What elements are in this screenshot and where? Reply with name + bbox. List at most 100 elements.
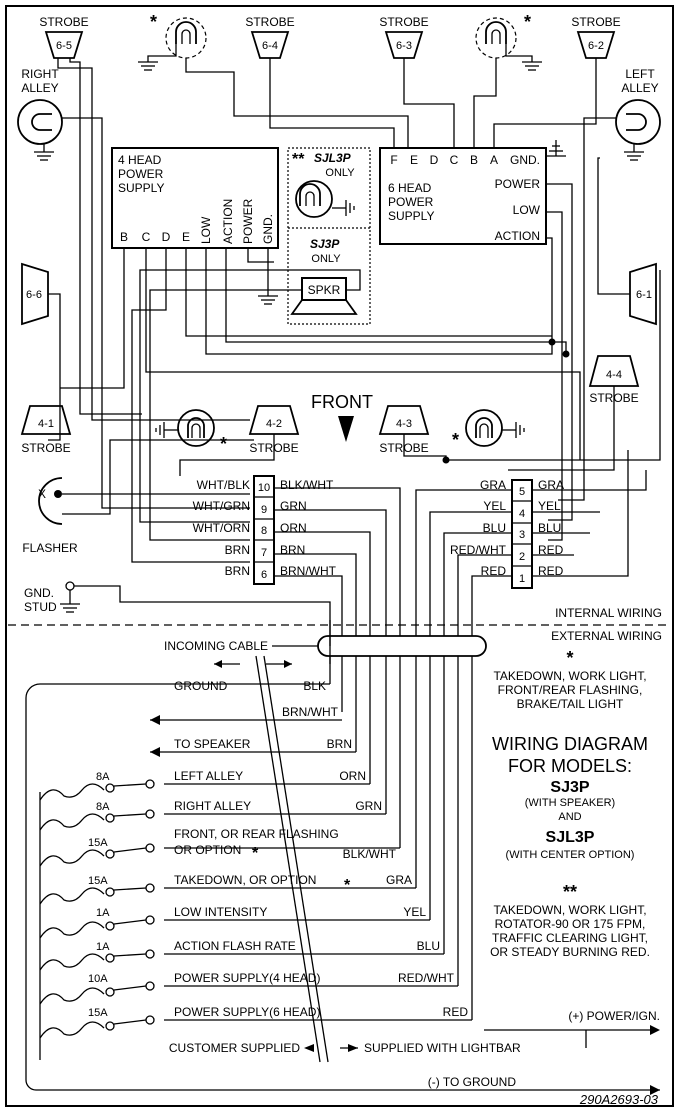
asterisk: * <box>150 12 157 32</box>
svg-text:*: * <box>252 845 259 862</box>
strobe-6-2: STROBE 6-2 <box>571 15 621 59</box>
svg-text:AND: AND <box>558 811 581 823</box>
external-circuits: GROUND BLK BRN/WHT TO SPEAKER BRN LEFT A… <box>25 679 660 1107</box>
svg-text:B: B <box>470 153 478 167</box>
option-lamp-top-right: * <box>475 12 542 71</box>
fuse-rating: 8A <box>96 771 110 783</box>
svg-text:10: 10 <box>258 482 270 494</box>
svg-text:FRONT: FRONT <box>311 392 373 412</box>
svg-text:GRA: GRA <box>538 478 564 492</box>
svg-text:WHT/ORN: WHT/ORN <box>193 521 250 535</box>
svg-text:6-2: 6-2 <box>588 40 604 52</box>
svg-text:ROTATOR-90 OR 175 FPM,: ROTATOR-90 OR 175 FPM, <box>495 917 646 931</box>
left-alley-light: LEFT ALLEY <box>615 67 661 161</box>
strobe-6-6: 6-6 <box>21 262 49 326</box>
fuse-rating: 1A <box>96 941 110 953</box>
strobe-6-5: STROBE 6-5 <box>39 15 89 59</box>
svg-text:LEFT: LEFT <box>625 67 655 81</box>
fuse-rating: 1A <box>96 907 110 919</box>
svg-text:SJ3P: SJ3P <box>310 237 340 251</box>
fuse-rating: 15A <box>88 837 108 849</box>
svg-text:6-6: 6-6 <box>26 289 42 301</box>
svg-text:4 HEAD: 4 HEAD <box>118 153 162 167</box>
svg-text:POWER: POWER <box>495 177 541 191</box>
svg-text:**: ** <box>563 882 577 902</box>
front-indicator: FRONT <box>311 392 373 442</box>
svg-text:8: 8 <box>261 525 267 537</box>
svg-text:STROBE: STROBE <box>21 441 70 455</box>
svg-text:SJL3P: SJL3P <box>314 151 352 165</box>
four-head-power-supply: 4 HEAD POWER SUPPLY B C D E LOW ACTION P… <box>111 147 279 249</box>
supplied-with-lightbar: SUPPLIED WITH LIGHTBAR <box>364 1041 521 1055</box>
diagram-title: WIRING DIAGRAM FOR MODELS: SJ3P (WITH SP… <box>492 734 648 861</box>
circuit-wire: BLU <box>417 939 440 953</box>
svg-text:*: * <box>566 648 573 668</box>
svg-text:ACTION: ACTION <box>495 229 540 243</box>
svg-text:6 HEAD: 6 HEAD <box>388 181 432 195</box>
circuit-wire: GRA <box>386 873 412 887</box>
center-lamp-right: * <box>452 409 525 450</box>
svg-text:YEL: YEL <box>483 499 506 513</box>
svg-text:RED: RED <box>538 564 564 578</box>
svg-text:STROBE: STROBE <box>571 15 620 29</box>
svg-text:BRN: BRN <box>225 564 250 578</box>
svg-text:4-3: 4-3 <box>396 418 412 430</box>
svg-text:RED: RED <box>538 543 564 557</box>
incoming-cable: INCOMING CABLE <box>164 487 512 1063</box>
svg-text:STROBE: STROBE <box>379 15 428 29</box>
svg-text:6-3: 6-3 <box>396 40 412 52</box>
internal-wiring-label: INTERNAL WIRING <box>555 606 662 620</box>
svg-text:TAKEDOWN, WORK LIGHT,: TAKEDOWN, WORK LIGHT, <box>493 903 646 917</box>
svg-text:4-2: 4-2 <box>266 418 282 430</box>
circuit-wire: ORN <box>339 769 366 783</box>
svg-text:*: * <box>344 877 351 894</box>
terminal-block-left: 10 9 8 7 6 WHT/BLK WHT/GRN WHT/ORN BRN B… <box>193 475 337 585</box>
svg-text:D: D <box>430 153 439 167</box>
outer-border <box>5 5 674 1107</box>
svg-text:ALLEY: ALLEY <box>621 81 658 95</box>
svg-text:SUPPLY: SUPPLY <box>118 181 164 195</box>
svg-text:YEL: YEL <box>538 499 561 513</box>
svg-text:SJ3P: SJ3P <box>550 779 589 796</box>
svg-text:STROBE: STROBE <box>39 15 88 29</box>
circuit-label: LEFT ALLEY <box>174 769 243 783</box>
svg-text:BRN/WHT: BRN/WHT <box>280 564 337 578</box>
gnd-stud: GND. STUD <box>24 586 57 614</box>
part-number: 290A2693-03 <box>579 1092 659 1107</box>
svg-text:*: * <box>220 434 227 454</box>
svg-text:6-4: 6-4 <box>262 40 278 52</box>
svg-text:4-4: 4-4 <box>606 369 622 381</box>
circuit-wire: RED <box>443 1005 469 1019</box>
option-box: ** SJL3P ONLY SJ3P ONLY SPKR <box>287 147 371 325</box>
svg-text:STUD: STUD <box>24 600 57 614</box>
fuse-rating: 8A <box>96 801 110 813</box>
svg-text:FRONT/REAR FLASHING,: FRONT/REAR FLASHING, <box>498 683 643 697</box>
circuit-label: LOW INTENSITY <box>174 905 267 919</box>
svg-text:GND.: GND. <box>24 586 54 600</box>
svg-text:2: 2 <box>519 551 525 563</box>
svg-text:BLU: BLU <box>538 521 561 535</box>
fuse-rating: 15A <box>88 875 108 887</box>
svg-text:POWER: POWER <box>388 195 434 209</box>
note-single-asterisk: * TAKEDOWN, WORK LIGHT, FRONT/REAR FLASH… <box>493 648 646 711</box>
circuit-label: OR OPTION <box>174 843 241 857</box>
svg-text:GRA: GRA <box>480 478 506 492</box>
svg-text:4: 4 <box>519 508 525 520</box>
svg-text:C: C <box>142 230 151 244</box>
svg-text:E: E <box>182 230 190 244</box>
note-double-asterisk: ** TAKEDOWN, WORK LIGHT, ROTATOR-90 OR 1… <box>490 882 650 959</box>
svg-text:(WITH CENTER OPTION): (WITH CENTER OPTION) <box>506 849 635 861</box>
circuit-label: TAKEDOWN, OR OPTION <box>174 873 316 887</box>
svg-text:POWER: POWER <box>118 167 164 181</box>
circuit-label: ACTION FLASH RATE <box>174 939 296 953</box>
svg-text:STROBE: STROBE <box>245 15 294 29</box>
svg-text:B: B <box>120 230 128 244</box>
strobe-6-3: STROBE 6-3 <box>379 15 429 59</box>
fuse-set: 8A 8A 15A 15A 1A 1A <box>39 771 155 1039</box>
svg-text:1: 1 <box>519 573 525 585</box>
svg-text:SUPPLY: SUPPLY <box>388 209 434 223</box>
svg-text:GND.: GND. <box>510 153 540 167</box>
svg-text:BRN: BRN <box>280 543 305 557</box>
circuit-wire: RED/WHT <box>398 971 455 985</box>
